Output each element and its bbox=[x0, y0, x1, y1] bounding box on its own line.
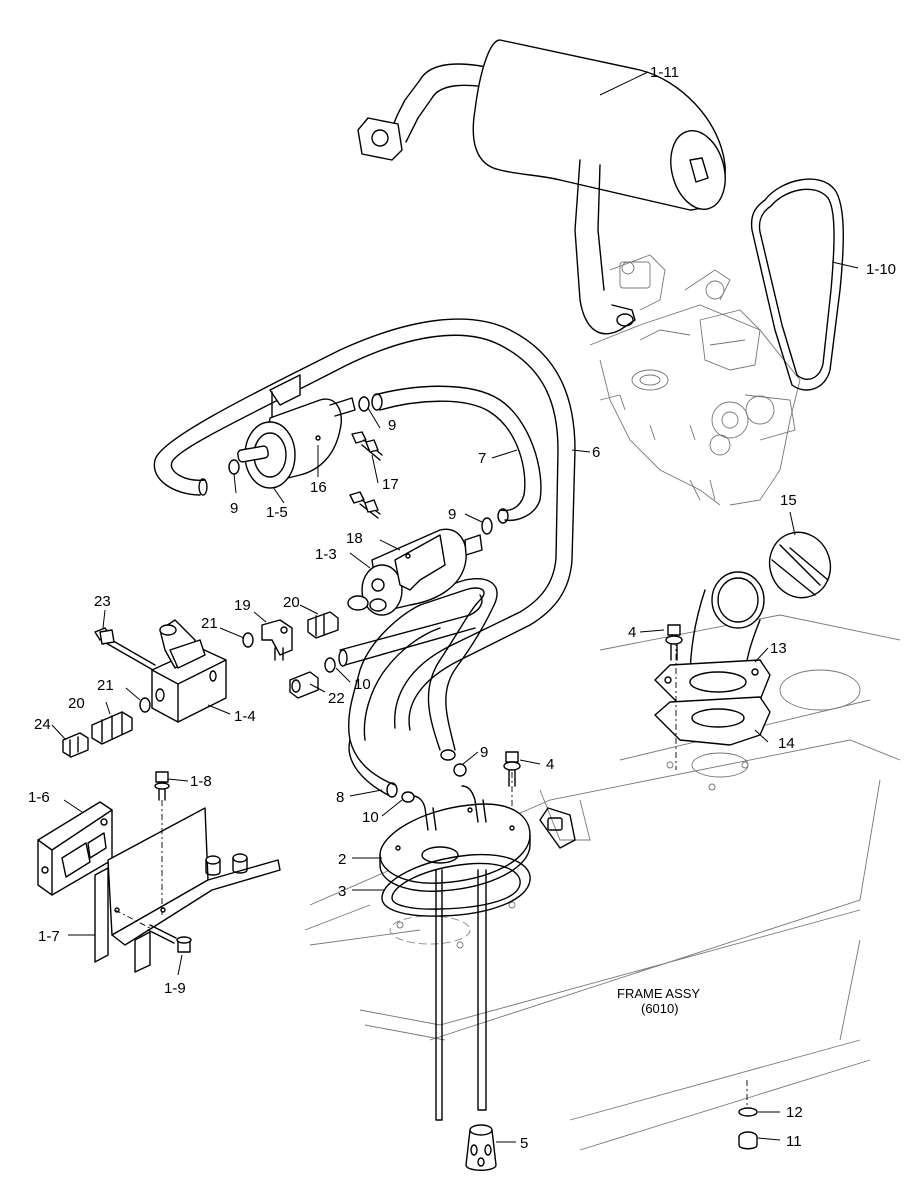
oring-21-upper bbox=[242, 632, 254, 648]
label-17: 17 bbox=[382, 476, 399, 493]
filler-neck bbox=[511, 571, 771, 810]
fitting-20-lower bbox=[91, 711, 133, 745]
label-9-top: 9 bbox=[388, 417, 396, 434]
label-1-5: 1-5 bbox=[266, 504, 288, 521]
label-1-11: 1-11 bbox=[650, 64, 679, 81]
plug-24 bbox=[62, 732, 89, 758]
fuel-sender bbox=[379, 785, 531, 1121]
label-13: 13 bbox=[770, 640, 787, 657]
label-11: 11 bbox=[786, 1133, 802, 1150]
mounting-bracket bbox=[94, 807, 281, 973]
clamp-10-lower bbox=[401, 791, 415, 803]
fuel-valve bbox=[151, 619, 227, 723]
bolt-17 bbox=[351, 431, 383, 461]
filler-cap bbox=[768, 531, 832, 599]
label-1-4: 1-4 bbox=[234, 708, 256, 725]
fuel-hose-8 bbox=[347, 578, 498, 798]
label-9-filter: 9 bbox=[230, 500, 238, 517]
part-labels: 1-11 1-10 6 7 9 17 9 1-5 16 9 18 1-3 15 … bbox=[28, 64, 896, 1152]
bolt-1-8 bbox=[154, 771, 170, 915]
label-1-7: 1-7 bbox=[38, 928, 60, 945]
fuel-pump bbox=[347, 528, 483, 616]
label-3: 3 bbox=[338, 883, 346, 900]
muffler bbox=[357, 39, 726, 335]
label-12: 12 bbox=[786, 1104, 803, 1121]
frame-assy-title: FRAME ASSY bbox=[617, 986, 700, 1001]
fuel-hose-7 bbox=[371, 385, 542, 524]
frame-background bbox=[304, 614, 901, 1151]
clamp-9-mid bbox=[481, 517, 493, 535]
label-1-9: 1-9 bbox=[164, 980, 186, 997]
label-21-lower: 21 bbox=[97, 677, 114, 694]
bolt-1-9 bbox=[114, 909, 192, 953]
label-1-3: 1-3 bbox=[315, 546, 337, 563]
label-22: 22 bbox=[328, 690, 345, 707]
connector-22 bbox=[289, 671, 319, 699]
label-18: 18 bbox=[346, 530, 363, 547]
label-9-lower: 9 bbox=[480, 744, 488, 761]
label-6: 6 bbox=[592, 444, 600, 461]
fuel-hose-short bbox=[338, 594, 483, 667]
fuel-hose-6 bbox=[153, 318, 576, 731]
label-4-upper: 4 bbox=[628, 624, 636, 641]
label-14: 14 bbox=[778, 735, 795, 752]
label-20-lower: 20 bbox=[68, 695, 85, 712]
label-23: 23 bbox=[94, 593, 111, 610]
label-4-lower: 4 bbox=[546, 756, 554, 773]
label-10-lower: 10 bbox=[362, 809, 379, 826]
fuel-filter bbox=[237, 374, 356, 489]
label-8: 8 bbox=[336, 789, 344, 806]
fuel-strainer bbox=[465, 1124, 497, 1171]
elbow-fitting-19 bbox=[261, 619, 293, 661]
clamp-9-top bbox=[358, 396, 370, 412]
bolt-18 bbox=[349, 491, 381, 519]
label-9-mid: 9 bbox=[448, 506, 456, 523]
clamp-10-upper bbox=[324, 657, 336, 673]
bolt-4-upper bbox=[665, 624, 683, 661]
frame-assy-code: (6010) bbox=[641, 1001, 679, 1016]
label-24: 24 bbox=[34, 716, 51, 733]
label-7: 7 bbox=[478, 450, 486, 467]
clamp-9-lower bbox=[453, 763, 467, 777]
label-2: 2 bbox=[338, 851, 346, 868]
label-19: 19 bbox=[234, 597, 251, 614]
engine-background bbox=[589, 254, 801, 506]
label-1-8: 1-8 bbox=[190, 773, 212, 790]
bolt-23 bbox=[94, 627, 156, 671]
label-21-upper: 21 bbox=[201, 615, 218, 632]
label-1-10: 1-10 bbox=[866, 261, 896, 278]
label-1-6: 1-6 bbox=[28, 789, 50, 806]
leader-lines bbox=[51, 71, 859, 1143]
label-16: 16 bbox=[310, 479, 327, 496]
drain-plug bbox=[738, 1080, 758, 1150]
label-15: 15 bbox=[780, 492, 797, 509]
label-5: 5 bbox=[520, 1135, 528, 1152]
oring-21-lower bbox=[139, 697, 151, 713]
clamp-9-filter bbox=[228, 459, 240, 475]
fitting-20-upper bbox=[307, 611, 339, 639]
control-module bbox=[37, 801, 113, 896]
fan-belt bbox=[750, 178, 844, 391]
label-20-upper: 20 bbox=[283, 594, 300, 611]
label-10-upper: 10 bbox=[354, 676, 371, 693]
bolt-4-lower bbox=[503, 751, 521, 787]
